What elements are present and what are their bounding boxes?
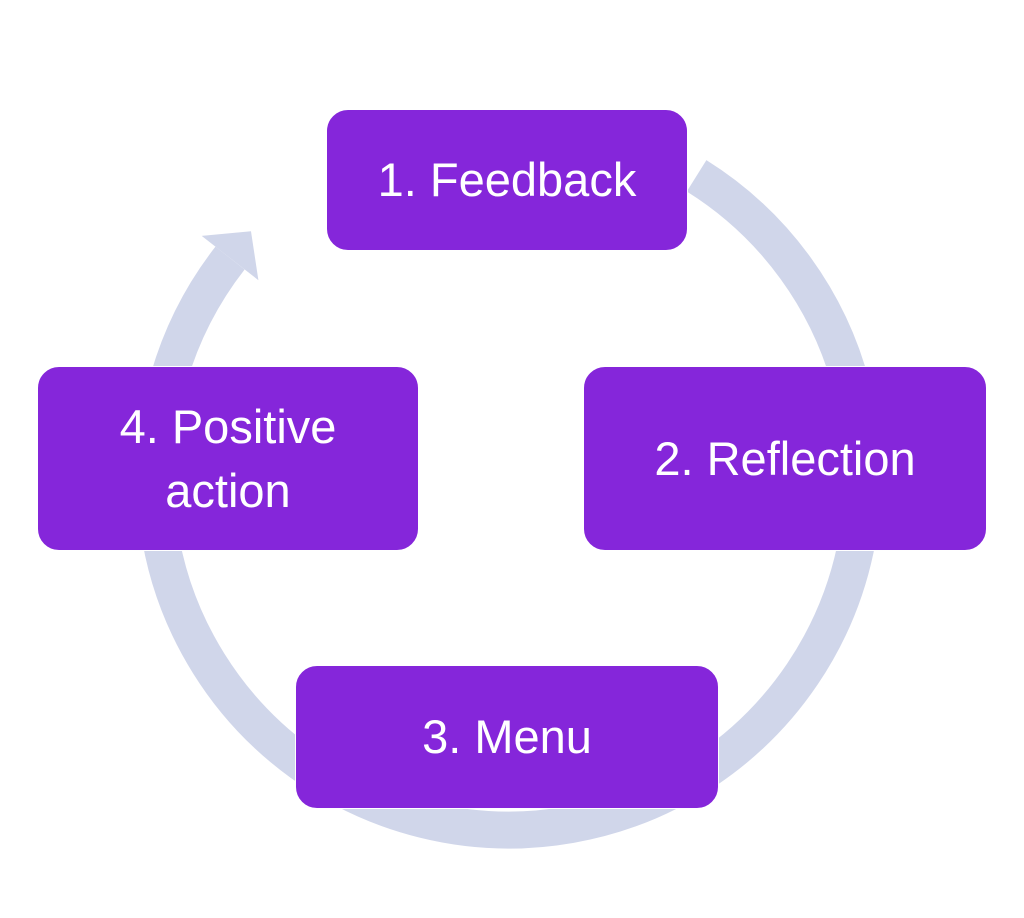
step-label-reflection: 2. Reflection	[654, 431, 916, 485]
step-label-positive-action: 4. Positive action	[119, 399, 337, 517]
step-box-reflection[interactable]: 2. Reflection	[583, 366, 987, 551]
step-box-menu[interactable]: 3. Menu	[295, 665, 719, 809]
step-label-menu: 3. Menu	[422, 710, 592, 764]
step-label-feedback: 1. Feedback	[377, 153, 637, 207]
step-box-positive-action[interactable]: 4. Positive action	[37, 366, 419, 551]
arrowhead-icon	[201, 231, 259, 281]
step-box-feedback[interactable]: 1. Feedback	[326, 109, 688, 251]
